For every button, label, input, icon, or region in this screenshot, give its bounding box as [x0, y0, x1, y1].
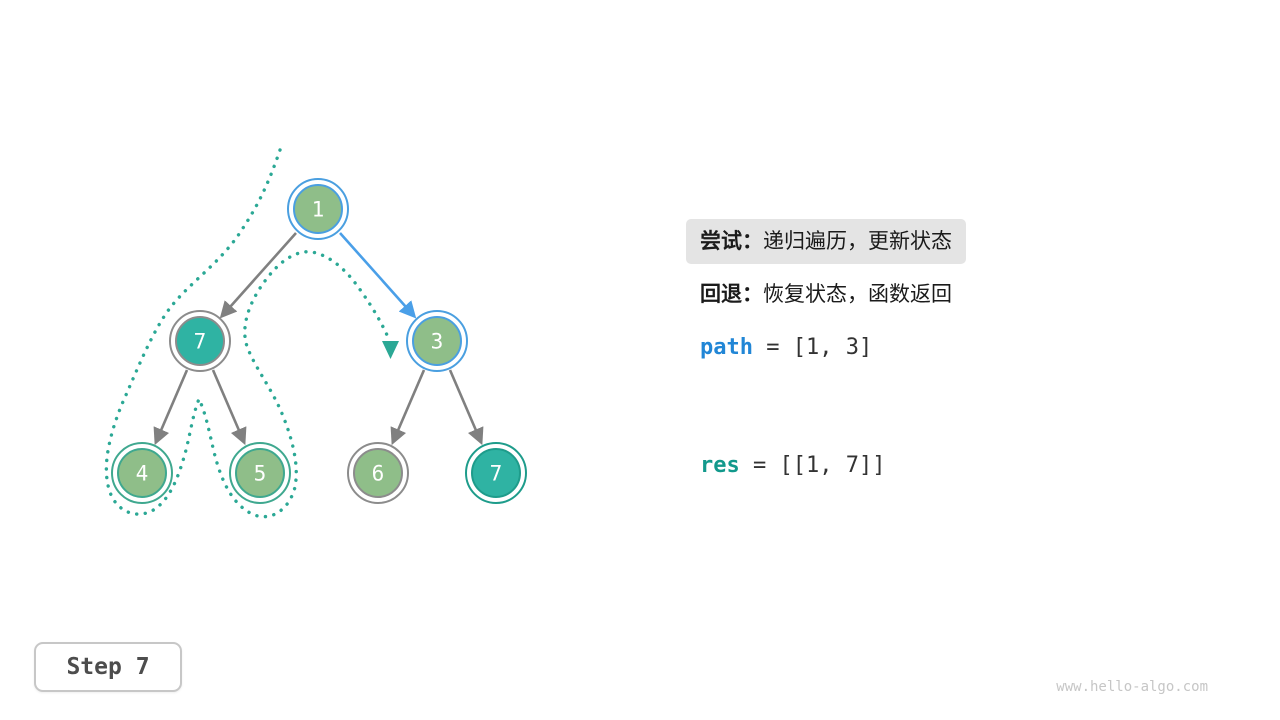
- edge-3-7: [448, 369, 484, 446]
- path-variable-name: path: [700, 335, 753, 360]
- edge-7-5: [211, 369, 247, 446]
- node-value: 7: [194, 330, 207, 354]
- tree-node-leaf-7: 7: [465, 442, 527, 504]
- annotation-try: 尝试：递归遍历，更新状态: [686, 219, 966, 265]
- node-value: 5: [254, 462, 267, 486]
- node-value: 7: [490, 462, 503, 486]
- edge-3-6: [390, 369, 426, 446]
- tree-node-leaf-4: 4: [111, 442, 173, 504]
- tree-node-leaf-5: 5: [229, 442, 291, 504]
- tree-node-right-3: 3: [406, 310, 468, 372]
- step-badge: Step 7: [34, 642, 182, 692]
- res-variable-name: res: [700, 453, 740, 478]
- try-text: 递归遍历，更新状态: [763, 230, 952, 253]
- backtrack-label: 回退：: [700, 283, 763, 306]
- step-label: Step 7: [66, 654, 150, 680]
- traversal-trace-dotted-path: [104, 148, 389, 519]
- edge-7-4: [153, 369, 189, 446]
- watermark-text: www.hello-algo.com: [1056, 679, 1208, 695]
- node-value: 3: [431, 330, 444, 354]
- variable-res: res = [[1, 7]]: [686, 443, 899, 490]
- tree-node-root-1: 1: [287, 178, 349, 240]
- node-value: 6: [372, 462, 385, 486]
- backtrack-text: 恢复状态，函数返回: [763, 283, 952, 306]
- edge-1-3-current: [339, 232, 417, 319]
- variable-path: path = [1, 3]: [686, 325, 886, 372]
- node-value: 1: [312, 198, 325, 222]
- annotation-backtrack: 回退：恢复状态，函数返回: [686, 272, 966, 317]
- node-value: 4: [136, 462, 149, 486]
- tree-node-leaf-6: 6: [347, 442, 409, 504]
- res-variable-value: = [[1, 7]]: [753, 453, 886, 478]
- try-label: 尝试：: [700, 230, 763, 253]
- tree-node-left-7: 7: [169, 310, 231, 372]
- current-position-marker: [382, 341, 399, 359]
- binary-tree-figure: 1 7 3 4 5 6 7: [104, 148, 527, 519]
- path-variable-value: = [1, 3]: [766, 335, 873, 360]
- edge-1-7: [219, 232, 297, 319]
